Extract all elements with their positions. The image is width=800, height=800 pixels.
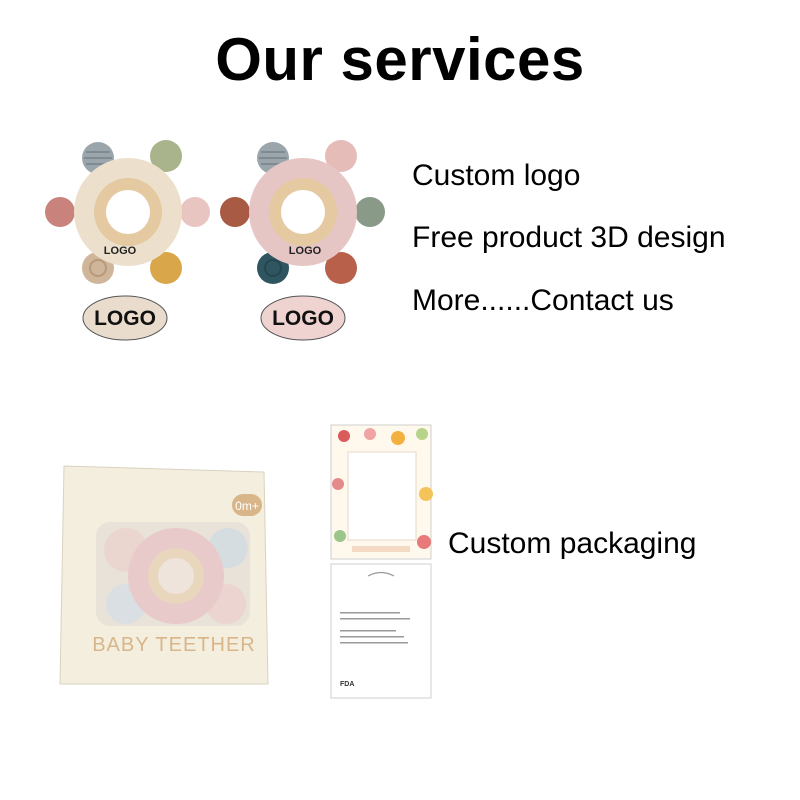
arm-pink-dotted [180,197,210,227]
packaging-label: Custom packaging [448,527,697,560]
arm-sage [150,140,182,172]
arm-mustard [150,252,182,284]
arm-sage-dotted [355,197,385,227]
card-fda-mark: FDA [340,681,354,688]
teether-beige-image: LOGO LOGO [45,140,210,341]
logo-badge-text: LOGO [272,307,334,330]
box-product-name: BABY TEETHER [92,634,256,656]
hang-card-image: FDA [330,424,433,699]
arm-terracotta [220,197,250,227]
feature-custom-logo: Custom logo [412,159,581,192]
packaging-box-image: 0m+ BABY TEETHER [59,465,269,685]
arm-pink [325,140,357,172]
teether-pink-image: LOGO LOGO [220,140,385,341]
ring-logo-text: LOGO [104,245,137,257]
age-badge [232,494,262,516]
feature-3d-design: Free product 3D design [412,221,726,254]
logo-badge [260,295,346,341]
logo-badge [82,295,168,341]
teether-arms [45,140,210,284]
feature-contact: More......Contact us [412,284,674,317]
page-title: Our services [215,26,585,93]
age-badge-text: 0m+ [235,499,259,513]
arm-rust [325,252,357,284]
logo-badge-text: LOGO [94,307,156,330]
teether-arms [220,140,385,284]
arm-rose [45,197,75,227]
ring-logo-text: LOGO [289,245,322,257]
card-window [347,451,417,541]
